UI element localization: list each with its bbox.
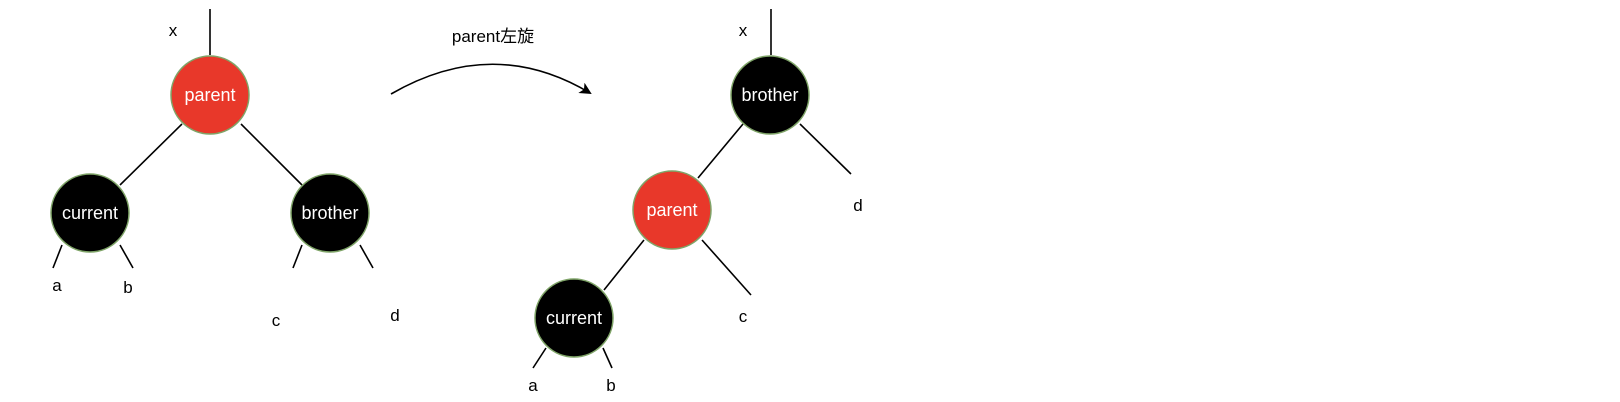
leaf-d: d <box>853 196 862 215</box>
edge-parent-c <box>701 239 752 296</box>
rotation-title: parent左旋 <box>452 27 534 46</box>
curved-arrow-icon <box>390 63 592 95</box>
node-label: parent <box>646 200 697 220</box>
node-label: current <box>546 308 602 328</box>
node-current: current <box>534 278 614 358</box>
edge-parent-current <box>603 239 645 291</box>
edge-brother-c <box>292 244 303 269</box>
edge-brother-d <box>799 123 852 175</box>
node-label: brother <box>301 203 358 223</box>
before-tree: x parent current brother a b c d <box>50 9 400 330</box>
node-parent: parent <box>632 170 712 250</box>
edge-current-a <box>52 244 63 269</box>
after-tree: x brother parent current a b c d <box>528 9 863 395</box>
leaf-b: b <box>123 278 132 297</box>
node-brother: brother <box>730 55 810 135</box>
leaf-a: a <box>52 276 62 295</box>
root-label: x <box>739 21 748 40</box>
node-current: current <box>50 173 130 253</box>
node-label: brother <box>741 85 798 105</box>
leaf-c: c <box>739 307 748 326</box>
leaf-a: a <box>528 376 538 395</box>
leaf-c: c <box>272 311 281 330</box>
node-parent: parent <box>170 55 250 135</box>
edge-current-b <box>119 244 134 269</box>
edge-current-b <box>602 347 613 369</box>
edge-current-a <box>532 347 547 369</box>
root-label: x <box>169 21 178 40</box>
edge-brother-parent <box>697 123 744 179</box>
edge-parent-current <box>119 123 183 186</box>
edge-parent-brother <box>240 123 303 186</box>
node-label: current <box>62 203 118 223</box>
node-label: parent <box>184 85 235 105</box>
edge-brother-d <box>359 244 374 269</box>
leaf-b: b <box>606 376 615 395</box>
rotation-arrow: parent左旋 <box>390 27 592 95</box>
leaf-d: d <box>390 306 399 325</box>
node-brother: brother <box>290 173 370 253</box>
